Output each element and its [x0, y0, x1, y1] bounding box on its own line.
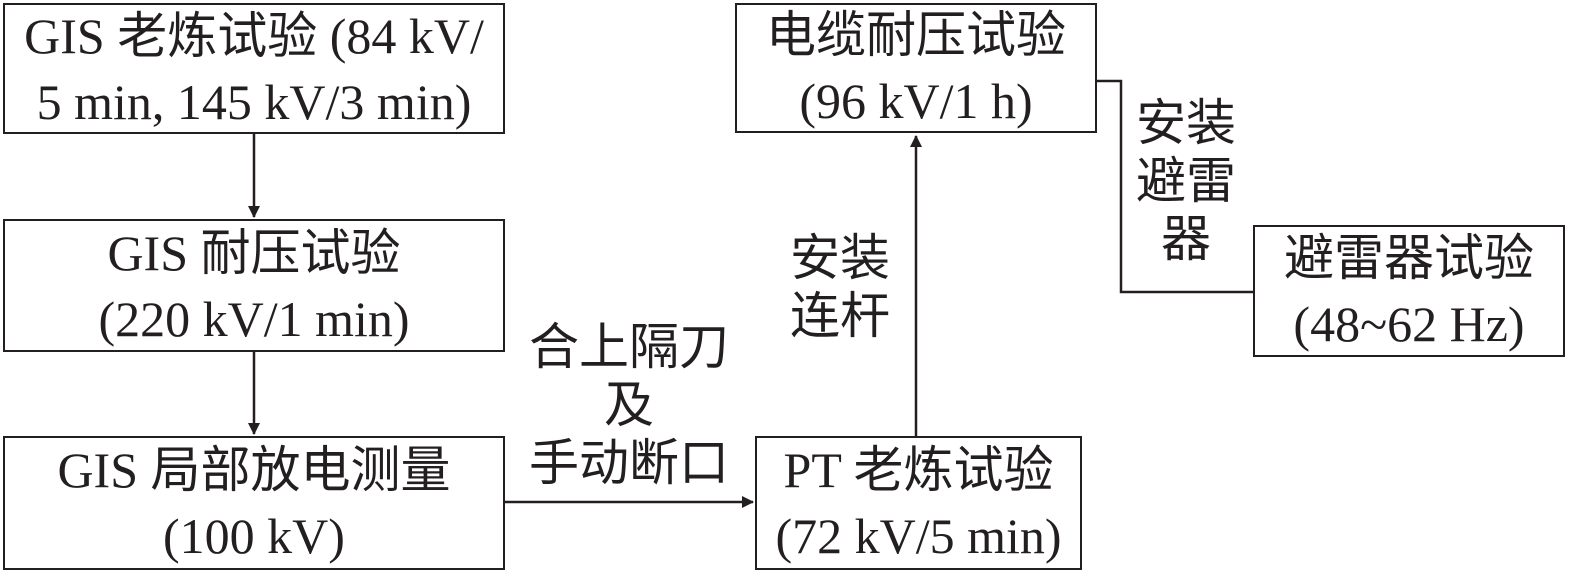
connector-cable-to-arrester — [1097, 79, 1253, 294]
install-arrester-label-line2: 避雷 — [1136, 153, 1236, 209]
install-link-label-line2: 连杆 — [790, 288, 890, 344]
close-switch-label-line3: 手动断口 — [529, 435, 729, 491]
close-switch-label: 合上隔刀 及 手动断口 — [510, 318, 748, 492]
gis-withstand-test-box: GIS 耐压试验 (220 kV/1 min) — [3, 219, 505, 352]
arrester-test-line2: (48~62 Hz) — [1293, 296, 1525, 352]
close-switch-label-line2: 及 — [604, 377, 654, 433]
close-switch-label-line1: 合上隔刀 — [529, 319, 729, 375]
gis-aging-test-box: GIS 老炼试验 (84 kV/ 5 min, 145 kV/3 min) — [3, 3, 505, 134]
gis-partial-discharge-box: GIS 局部放电测量 (100 kV) — [3, 436, 505, 570]
cable-withstand-test-line1: 电缆耐压试验 — [766, 7, 1066, 63]
gis-aging-test-line1: GIS 老炼试验 (84 kV/ — [24, 7, 484, 64]
install-arrester-label-line1: 安装 — [1136, 95, 1236, 151]
arrester-test-line1: 避雷器试验 — [1284, 230, 1534, 286]
pt-aging-test-box: PT 老炼试验 (72 kV/5 min) — [755, 436, 1082, 570]
install-arrester-label-line3: 器 — [1161, 211, 1211, 267]
install-arrester-label: 安装 避雷 器 — [1126, 94, 1246, 268]
pt-aging-test-line2: (72 kV/5 min) — [775, 508, 1062, 564]
gis-withstand-test-line1: GIS 耐压试验 — [107, 224, 401, 281]
arrester-test-box: 避雷器试验 (48~62 Hz) — [1253, 225, 1565, 357]
gis-partial-discharge-line2: (100 kV) — [163, 508, 345, 564]
cable-withstand-test-box: 电缆耐压试验 (96 kV/1 h) — [735, 3, 1097, 133]
install-link-label: 安装 连杆 — [780, 229, 900, 345]
gis-withstand-test-line2: (220 kV/1 min) — [98, 290, 410, 347]
pt-aging-test-line1: PT 老炼试验 — [783, 442, 1054, 498]
cable-withstand-test-line2: (96 kV/1 h) — [799, 73, 1033, 129]
gis-aging-test-line2: 5 min, 145 kV/3 min) — [36, 73, 472, 130]
gis-partial-discharge-line1: GIS 局部放电测量 — [57, 442, 451, 498]
install-link-label-line1: 安装 — [790, 230, 890, 286]
